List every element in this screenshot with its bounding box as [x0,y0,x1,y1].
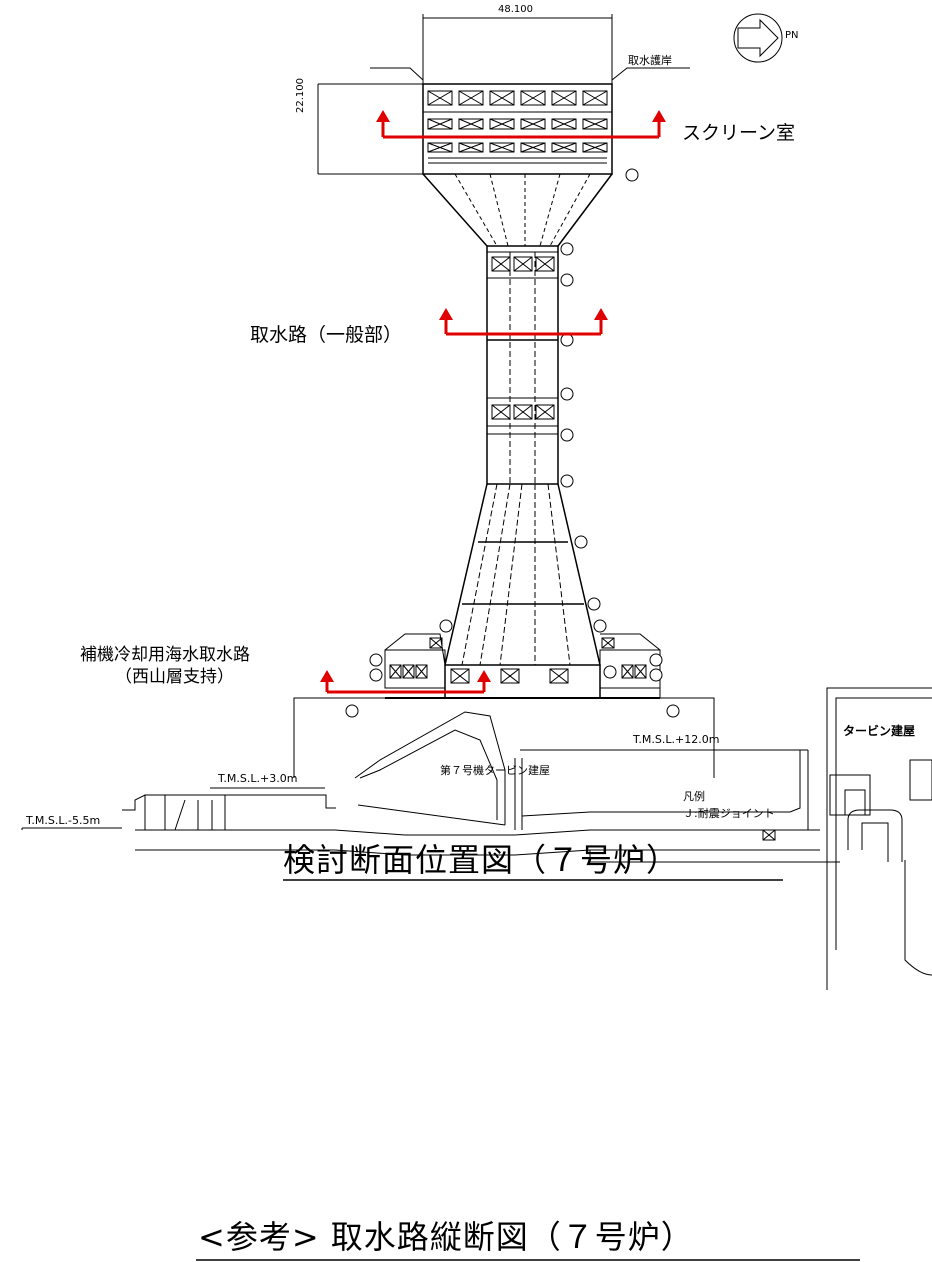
profile-title: <参考> 取水路縦断図（７号炉） [198,1218,694,1256]
screen-room-label: スクリーン室 [682,122,796,144]
aux-intake-label-1: 補機冷却用海水取水路 [80,645,250,665]
screen-room [422,83,613,175]
legend-item: Ｊ:耐震ジョイント [683,807,775,820]
lower-taper [444,483,601,666]
plan-title: 検討断面位置図（７号炉） [283,841,680,879]
upper-taper [422,173,613,247]
profile-turbine-label: タービン建屋 [843,724,916,738]
turbine-building-outline [293,697,715,778]
seismic-joints [345,168,680,718]
conduit-gates [491,256,555,420]
level-low-label: T.M.S.L.-5.5m [26,814,101,827]
revetment-label: 取水護岸 [628,54,672,67]
north-arrow [733,13,783,63]
screen-cells [427,90,608,164]
profile-drawing [21,687,932,990]
dim-height-label: 22.100 [295,78,306,113]
north-label: PN [785,30,799,41]
level-mid-label: T.M.S.L.+3.0m [218,772,298,785]
aux-intake-label-2: （西山層支持） [115,667,234,687]
intake-conduit [486,245,559,485]
section-arrows [320,110,666,694]
turbine-building-label: 第７号機タービン建屋 [440,764,550,777]
legend-title: 凡例 [683,790,705,803]
level-high-label: T.M.S.L.+12.0m [633,733,720,746]
dim-width-label: 48.100 [498,4,533,15]
general-section-label: 取水路（一般部） [250,324,403,346]
